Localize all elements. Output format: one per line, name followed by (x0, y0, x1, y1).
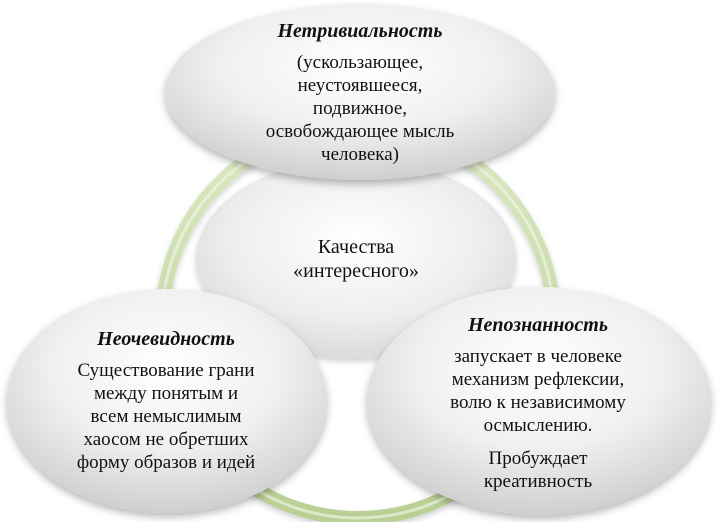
node-center-qualities: Качества «интересного» (214, 200, 498, 318)
right-ellipse (367, 287, 711, 515)
node-line: человека) (321, 143, 399, 165)
node-line: всем немыслимым (90, 405, 242, 427)
node-line: осмыслению. (483, 415, 593, 436)
node-line: механизм рефлексии, (451, 369, 625, 390)
node-line: форму образов и идей (76, 451, 256, 473)
node-line: хаосом не обретших (83, 428, 249, 450)
node-line: подвижное, (312, 97, 408, 119)
center-ellipse (196, 159, 516, 359)
node-line: волю к независимому (450, 392, 626, 413)
node-line: Существование грани (77, 359, 255, 381)
node-line: запускает в человеке (454, 346, 622, 367)
node-line: между понятым и (93, 382, 239, 404)
node-title: Неочевидность (97, 327, 235, 350)
node-title: Непознанность (468, 314, 608, 336)
center-line: «интересного» (293, 260, 419, 282)
node-unknownness: Непознанность запускает в человеке механ… (392, 308, 684, 498)
node-line: (ускользающее, (296, 51, 424, 73)
node-line: креативность (483, 471, 593, 492)
node-line: Пробуждает (488, 448, 588, 469)
top-ellipse (165, 4, 555, 180)
left-ellipse (7, 289, 327, 513)
node-line: неустоявшееся, (297, 74, 423, 96)
center-line: Качества (317, 236, 395, 258)
node-non-obviousness: Неочевидность Существование грани между … (30, 320, 302, 480)
node-line: освобождающее мысль (265, 120, 455, 142)
node-title: Нетривиальность (277, 19, 443, 42)
node-nontriviality: Нетривиальность (ускользающее, неустоявш… (180, 10, 540, 174)
